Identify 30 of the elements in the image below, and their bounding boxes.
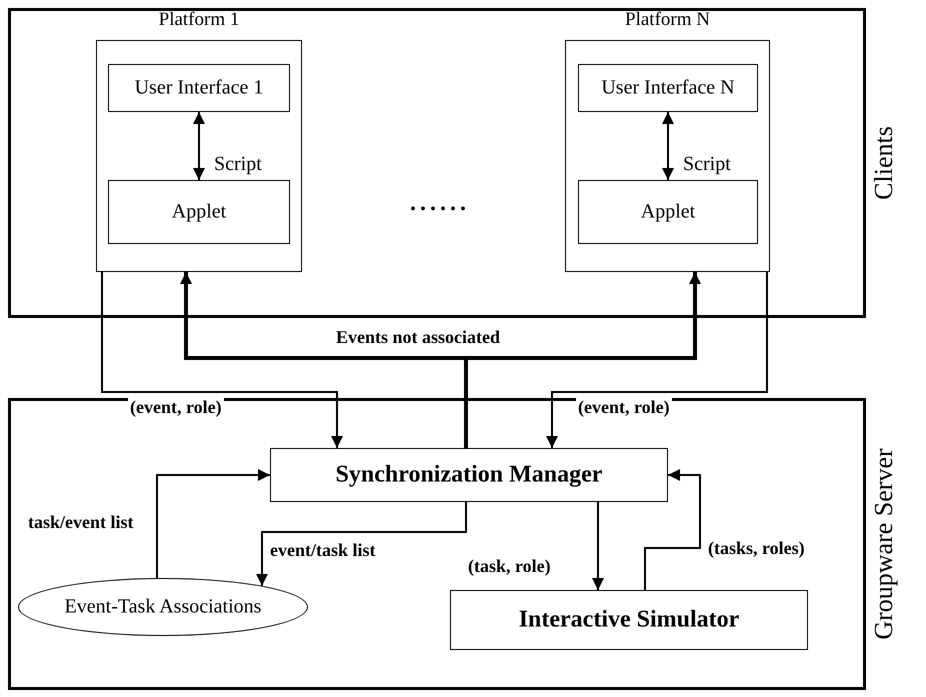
- process-box: [270, 448, 668, 502]
- arrow: [662, 112, 674, 180]
- box-label: Applet: [640, 200, 696, 224]
- process-box: [108, 64, 290, 112]
- arrow: [546, 272, 768, 448]
- box-label: Synchronization Manager: [336, 462, 602, 488]
- ellipsis-text: ......: [410, 190, 470, 217]
- arrow: [644, 469, 701, 590]
- box-label: Applet: [172, 200, 226, 224]
- arrow: [256, 502, 467, 586]
- edge-label: (event, role): [576, 397, 672, 417]
- panel-title: Groupware Server: [869, 448, 899, 640]
- process-box: [578, 64, 758, 112]
- box-label: User Interface 1: [134, 76, 264, 100]
- process-box: [450, 590, 808, 650]
- box-label: User Interface N: [601, 76, 735, 100]
- process-box: [578, 180, 758, 244]
- arrow: [156, 469, 270, 578]
- arrow: [464, 272, 701, 448]
- ellipse-label: Event-Task Associations: [64, 596, 262, 618]
- arrow: [592, 502, 604, 590]
- process-box: [108, 180, 290, 244]
- arrow: [101, 272, 343, 448]
- arrow: [193, 112, 205, 180]
- ellipse-node: [18, 578, 308, 636]
- platform-title: Platform N: [625, 9, 710, 31]
- box-label: Interactive Simulator: [518, 606, 740, 634]
- edge-label: (event, role): [128, 397, 224, 417]
- panel-title: Clients: [869, 126, 899, 200]
- platform-title: Platform 1: [158, 9, 240, 31]
